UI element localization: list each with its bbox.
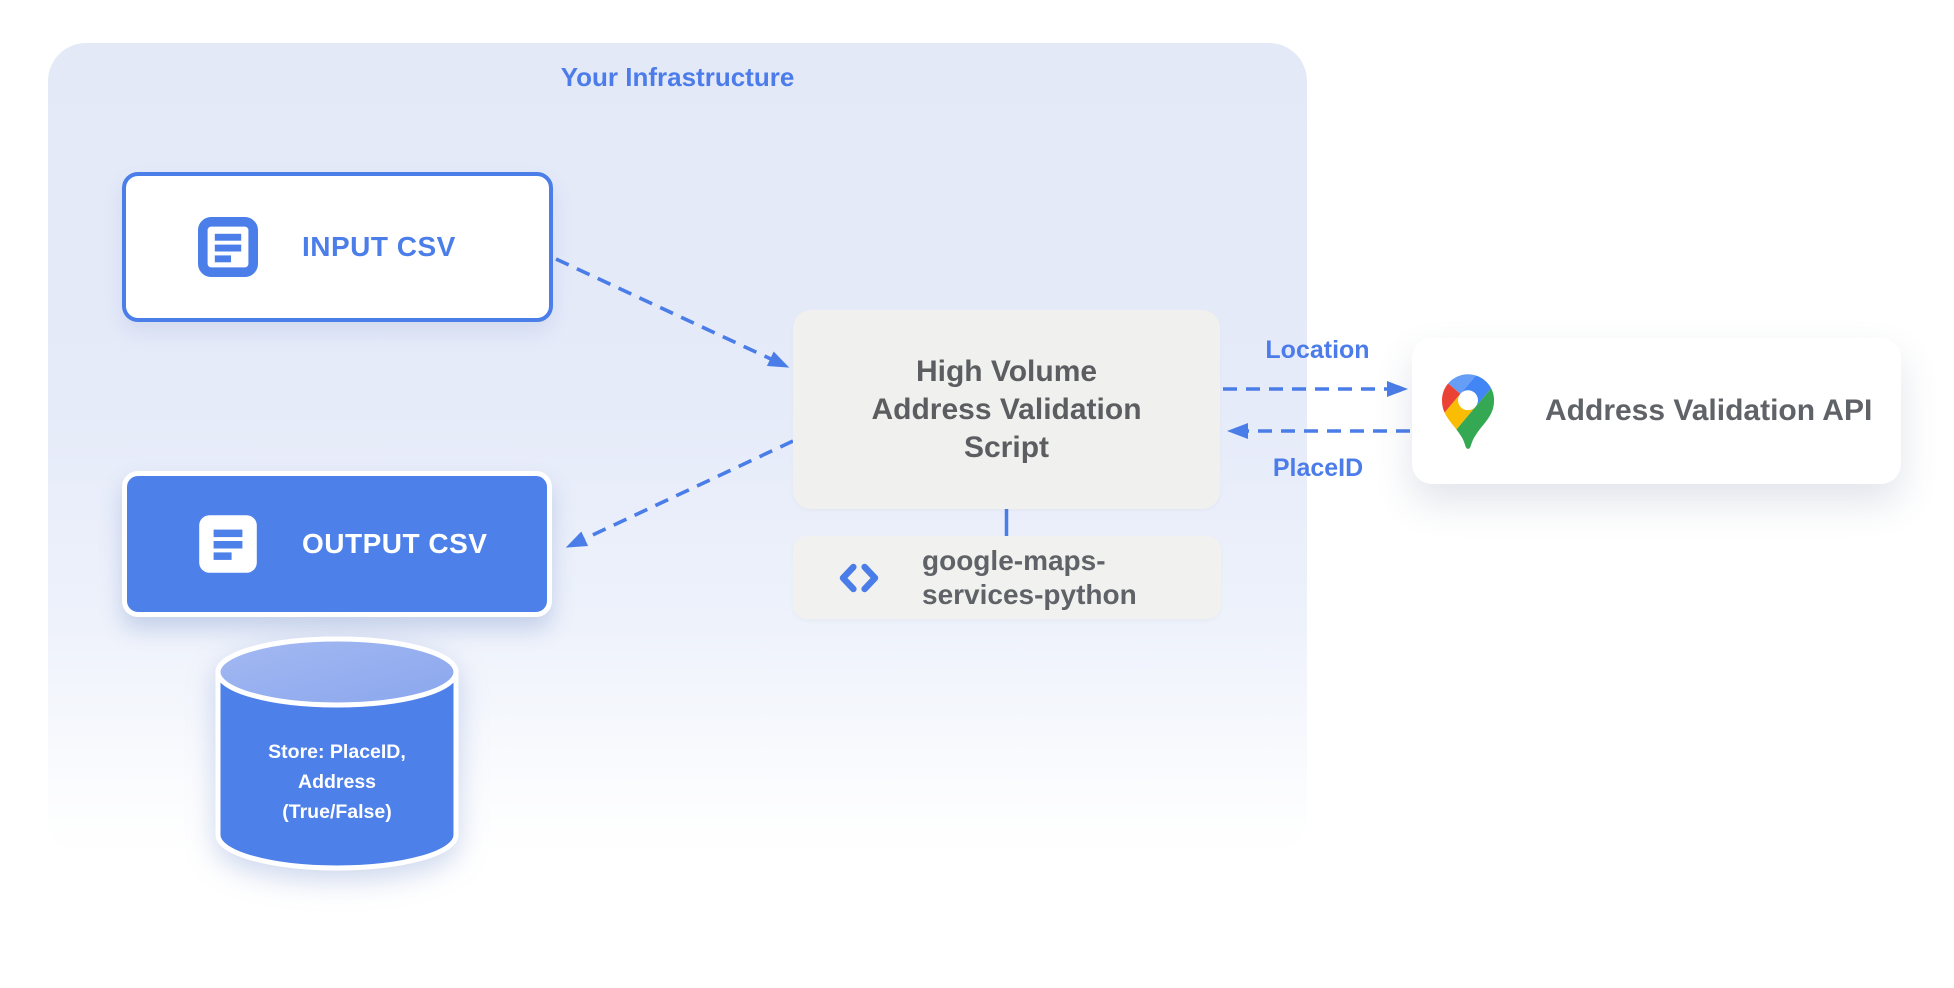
datastore-label-line1: Store: PlaceID, <box>268 741 406 763</box>
library-label: google-maps- services-python <box>922 544 1137 612</box>
datastore-label: Store: PlaceID, Address (True/False) <box>212 737 462 827</box>
script-label-line3: Script <box>963 430 1050 464</box>
api-node: Address Validation API <box>1412 338 1901 484</box>
code-brackets-icon <box>839 563 879 592</box>
placeid-edge-label: PlaceID <box>1272 454 1364 482</box>
datastore-cylinder <box>210 630 464 882</box>
library-label-line1: google-maps- <box>922 544 1106 576</box>
infrastructure-title: Your Infrastructure <box>560 62 795 92</box>
output-csv-node: OUTPUT CSV <box>122 471 552 617</box>
script-label-line1: High Volume <box>915 354 1098 388</box>
cylinder-top <box>215 636 459 708</box>
library-node: google-maps- services-python <box>793 536 1221 619</box>
input-csv-node: INPUT CSV <box>122 172 553 322</box>
api-label: Address Validation API <box>1545 394 1873 427</box>
datastore-label-line2: Address <box>297 771 377 793</box>
output-csv-label: OUTPUT CSV <box>302 528 488 559</box>
document-icon <box>197 216 258 277</box>
script-label-line2: Address Validation <box>871 392 1142 426</box>
location-edge-label: Location <box>1265 336 1370 364</box>
input-csv-label: INPUT CSV <box>302 231 456 262</box>
document-icon <box>199 515 257 573</box>
library-label-line2: services-python <box>922 578 1137 610</box>
script-node: High Volume Address Validation Script <box>793 310 1220 509</box>
google-maps-pin-icon <box>1442 373 1494 449</box>
datastore-label-line3: (True/False) <box>282 801 392 823</box>
